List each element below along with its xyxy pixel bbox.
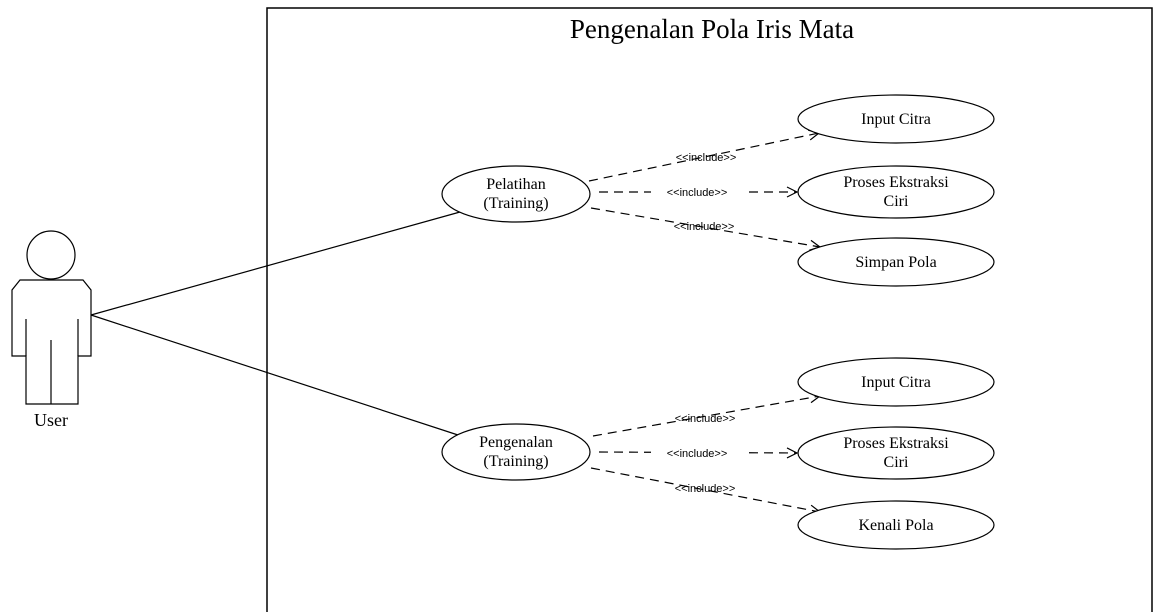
- include-dependency: <<include>>: [599, 185, 797, 199]
- actor-user: [11, 230, 92, 405]
- use-case-label: Ciri: [884, 454, 909, 471]
- actor-head: [26, 230, 76, 280]
- include-label: <<include>>: [675, 483, 736, 495]
- system-title: Pengenalan Pola Iris Mata: [570, 14, 854, 44]
- include-dependency: <<include>>: [592, 396, 820, 437]
- include-label: <<include>>: [675, 413, 736, 425]
- use-case-proses-ekstraksi-ciri: Proses Ekstraksi Ciri: [797, 165, 995, 219]
- use-case-input-citra: Input Citra: [797, 357, 995, 407]
- use-case-label: Simpan Pola: [855, 254, 936, 271]
- use-case-kenali-pola: Kenali Pola: [797, 500, 995, 550]
- use-case-label: Proses Ekstraksi: [843, 174, 949, 191]
- use-case-label: Input Citra: [861, 374, 931, 391]
- use-case-label: Input Citra: [861, 111, 931, 128]
- include-dependency: <<include>>: [590, 207, 820, 247]
- system-boundary: [266, 7, 1153, 612]
- use-case-label: Proses Ekstraksi: [843, 435, 949, 452]
- use-case-label: (Training): [483, 195, 548, 212]
- use-case-simpan-pola: Simpan Pola: [797, 237, 995, 287]
- include-dependency: <<include>>: [588, 133, 819, 182]
- use-case-label: Kenali Pola: [858, 517, 933, 534]
- association-training: [90, 211, 461, 316]
- include-label: <<include>>: [676, 152, 737, 164]
- include-dependency: <<include>>: [590, 467, 820, 512]
- include-label: <<include>>: [667, 448, 728, 460]
- include-label: <<include>>: [667, 187, 728, 199]
- use-case-label: Ciri: [884, 193, 909, 210]
- association-recognition: [90, 314, 459, 436]
- use-case-label: (Training): [483, 453, 548, 470]
- use-case-proses-ekstraksi-ciri: Proses Ekstraksi Ciri: [797, 426, 995, 480]
- include-label: <<include>>: [674, 221, 735, 233]
- use-case-recognition: Pengenalan (Training): [441, 423, 591, 481]
- use-case-label: Pengenalan: [479, 434, 553, 451]
- use-case-training: Pelatihan (Training): [441, 165, 591, 223]
- use-case-label: Pelatihan: [486, 176, 546, 193]
- include-dependency: <<include>>: [598, 446, 797, 460]
- actor-label: User: [34, 410, 68, 430]
- use-case-input-citra: Input Citra: [797, 94, 995, 144]
